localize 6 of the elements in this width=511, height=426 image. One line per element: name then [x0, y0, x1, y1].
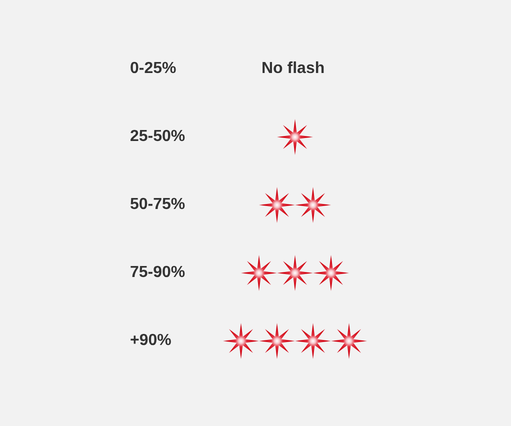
- range-label: 25-50%: [130, 128, 186, 146]
- flash-note: No flash: [262, 60, 325, 78]
- range-label: 75-90%: [130, 264, 186, 282]
- range-label: +90%: [130, 332, 172, 350]
- range-label: 50-75%: [130, 196, 186, 214]
- range-label: 0-25%: [130, 60, 176, 78]
